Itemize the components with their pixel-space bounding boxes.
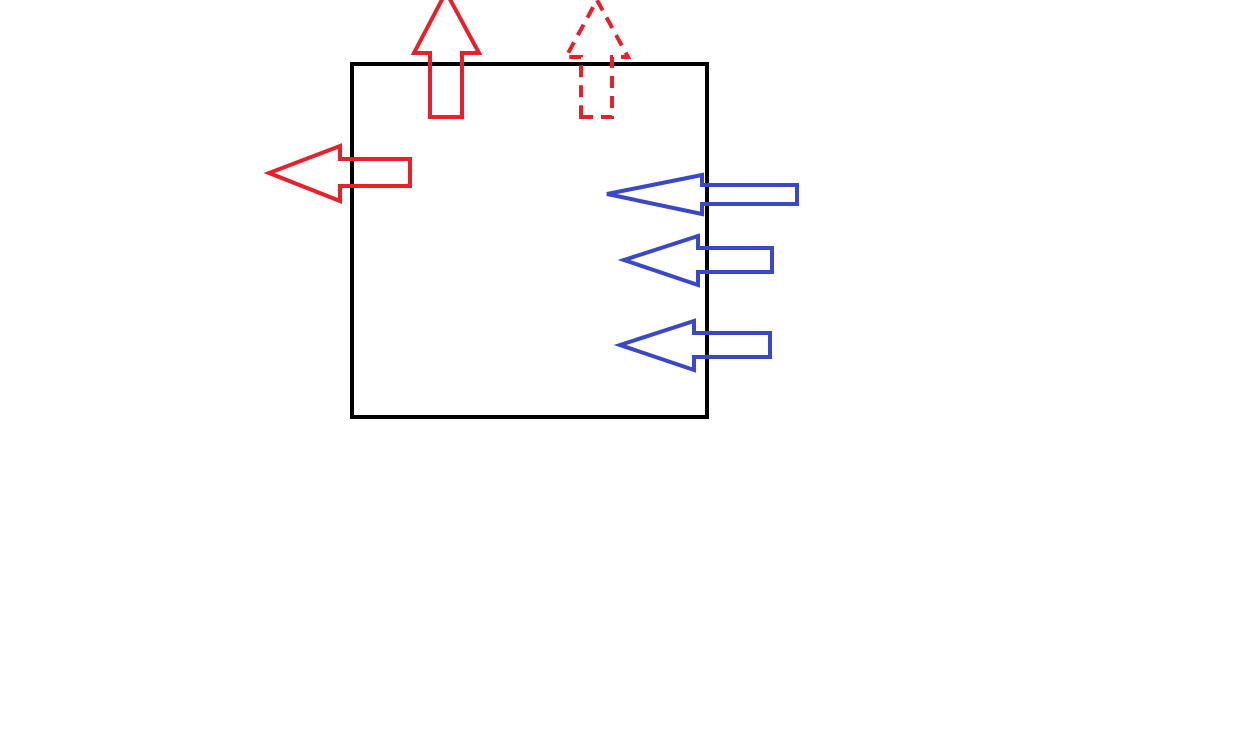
square-box <box>350 62 709 419</box>
blue-left-arrow-middle <box>617 233 774 288</box>
red-left-arrow <box>263 143 412 204</box>
red-up-arrow-solid <box>410 0 483 119</box>
blue-left-arrow-top <box>606 172 799 217</box>
red-up-arrow-dashed <box>562 0 632 119</box>
blue-left-arrow-bottom <box>613 318 772 373</box>
